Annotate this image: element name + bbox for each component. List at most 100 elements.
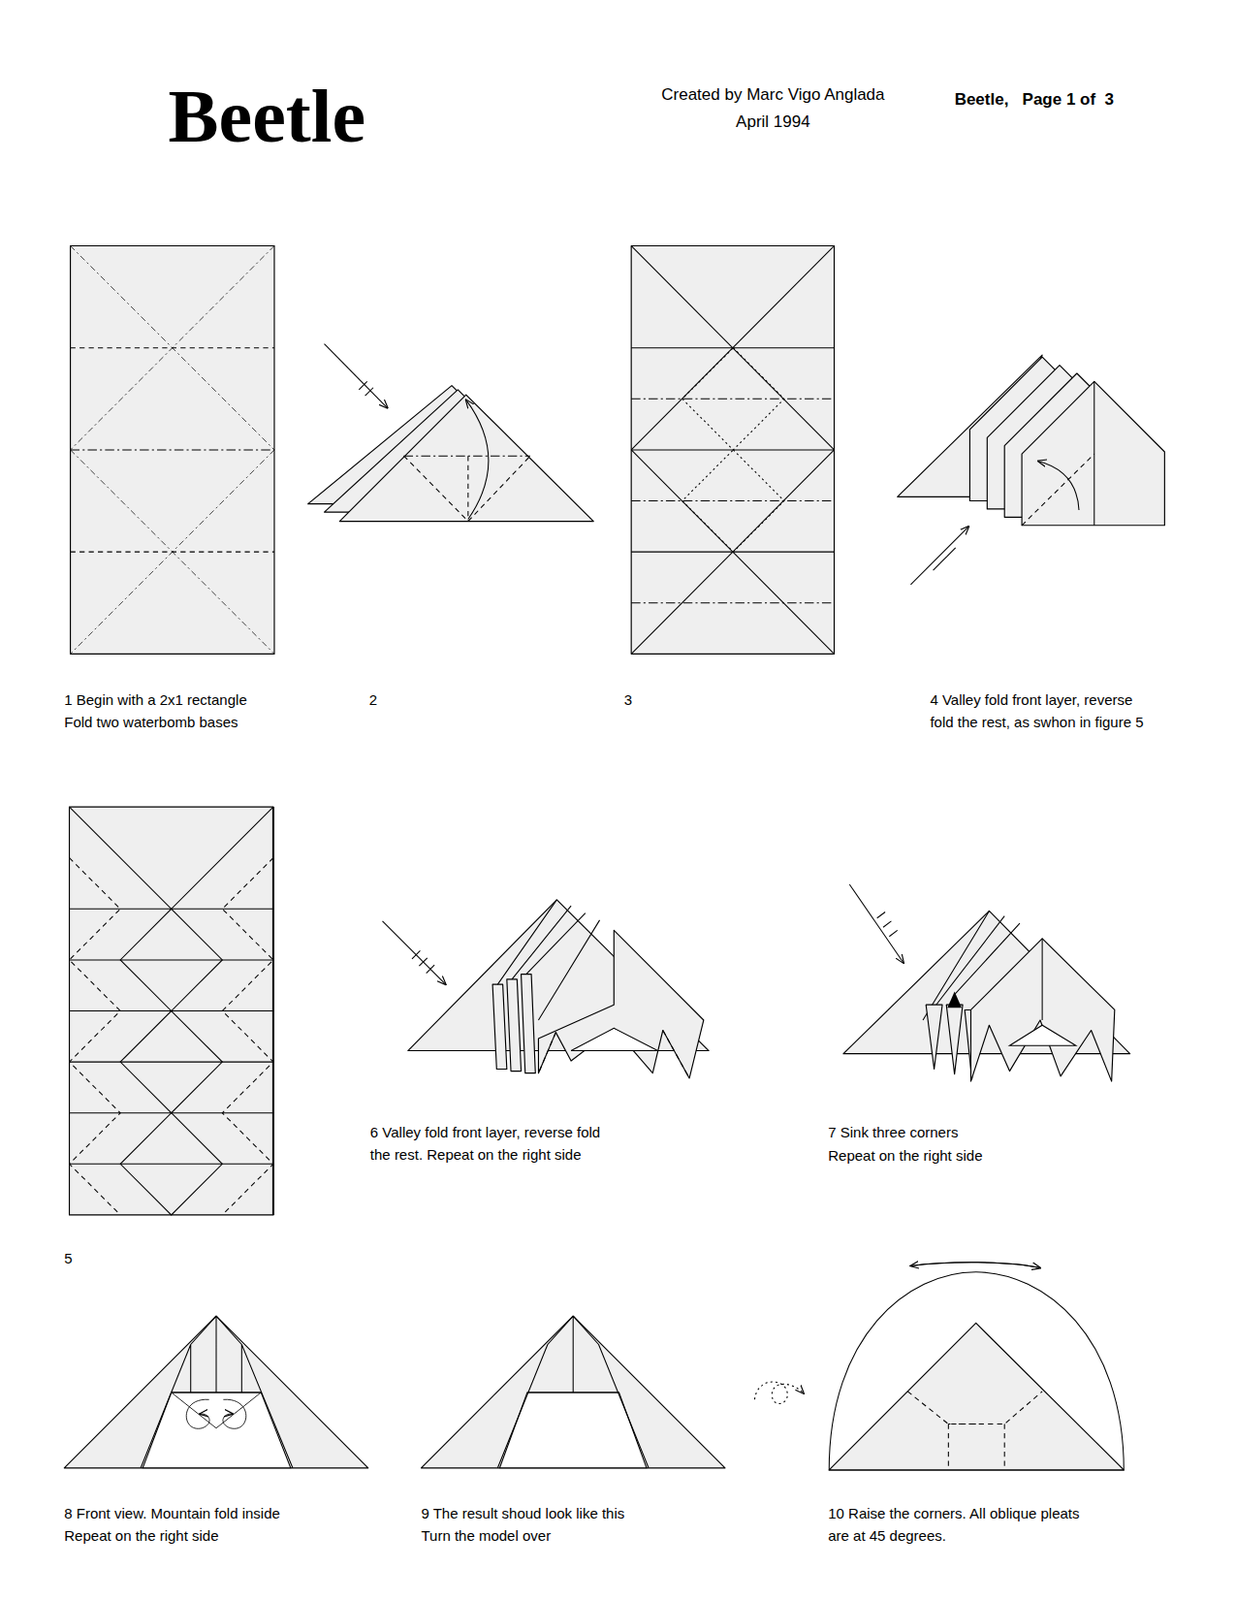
figure-7 (843, 884, 1131, 1081)
figure-6-part (538, 1029, 690, 1078)
crease-pattern-3-part (631, 348, 834, 552)
header-text: Beetle, Page 1 of 3 (954, 90, 1114, 109)
figure-10-part (828, 1271, 1124, 1470)
figure-7-part (970, 938, 1114, 1081)
crease-pattern-1-part (70, 448, 275, 450)
pleated-base-figure-4 (897, 354, 1166, 585)
figure-7-part (1042, 938, 1044, 1020)
caption-wrap: 4 Valley fold front layer, reverse (929, 691, 1133, 709)
pleated-base-figure-4-part (933, 547, 956, 571)
figure-10-part (910, 1262, 1041, 1268)
caption-wrap: 6 Valley fold front layer, reverse fold (370, 1123, 601, 1141)
caption-wrap: 1 Begin with a 2x1 rectangle (63, 691, 247, 709)
step-caption: 2 (369, 691, 378, 708)
step-caption: 7 Sink three corners (827, 1123, 958, 1141)
crease-pattern-3 (631, 246, 834, 655)
waterbomb-base-figure-2-part (404, 455, 531, 521)
waterbomb-base-figure-2-part (339, 394, 594, 521)
figure-8 (63, 1315, 368, 1468)
step-caption: 8 Front view. Mountain fold inside (63, 1504, 281, 1522)
figure-8-part (171, 1392, 262, 1428)
header-text: April 1994 (735, 112, 811, 131)
figure-6-part (507, 979, 522, 1072)
pleated-base-figure-4-part (1038, 460, 1079, 509)
pleated-base-figure-4-part (1093, 380, 1095, 525)
pleated-base-figure-4-part (910, 526, 969, 585)
figure-7-part (1009, 1024, 1076, 1046)
crease-pattern-5-part (69, 806, 274, 1215)
figure-6-part (412, 950, 435, 973)
crease-pattern-5-part (272, 806, 275, 1215)
waterbomb-base-figure-2-part (404, 455, 531, 457)
step-caption: Repeat on the right side (63, 1526, 219, 1544)
crease-pattern-5-part (69, 908, 274, 1164)
figure-10-part (948, 1423, 976, 1425)
waterbomb-base-figure-2-part (358, 380, 374, 396)
crease-pattern-1-part (70, 246, 275, 655)
header-text: Created by Marc Vigo Anglada (661, 85, 885, 104)
step-caption: Turn the model over (420, 1526, 551, 1544)
caption-wrap: Turn the model over (420, 1526, 551, 1545)
figure-9 (420, 1315, 725, 1468)
step-caption: Repeat on the right side (827, 1146, 983, 1164)
crease-pattern-3-part (631, 398, 834, 603)
waterbomb-base-figure-2 (308, 344, 595, 522)
crease-pattern-5-part (69, 857, 122, 1215)
caption-wrap: Repeat on the right side (63, 1526, 219, 1545)
figure-8-part (63, 1315, 368, 1468)
crease-pattern-3-part (631, 246, 834, 655)
figure-6-part (538, 929, 703, 1078)
caption-wrap: 5 (63, 1249, 72, 1268)
caption-wrap: 8 Front view. Mountain fold inside (63, 1504, 281, 1522)
waterbomb-base-figure-2-part (466, 399, 489, 519)
figure-9-part (420, 1315, 725, 1468)
crease-pattern-1 (70, 246, 275, 655)
caption-wrap: 9 The result shoud look like this (420, 1504, 625, 1522)
caption-wrap: Fold two waterbomb bases (63, 713, 238, 731)
step-caption: 5 (63, 1249, 72, 1267)
step-caption: fold the rest, as swhon in figure 5 (929, 713, 1143, 730)
caption-wrap: Beetle, Page 1 of 3 (954, 90, 1114, 110)
caption-wrap: 10 Raise the corners. All oblique pleats (827, 1504, 1079, 1522)
figure-6-part (521, 974, 537, 1074)
figure-9-part (499, 1392, 646, 1468)
page-title: Beetle (168, 73, 367, 159)
figure-7-part (925, 1004, 943, 1069)
crease-pattern-5 (69, 806, 274, 1215)
figure-6-part (492, 983, 508, 1069)
caption-wrap: 3 (624, 691, 633, 709)
step-caption: 3 (624, 691, 633, 708)
step-caption: Fold two waterbomb bases (63, 713, 238, 730)
figure-8-part (222, 1398, 247, 1428)
figure-10 (828, 1262, 1124, 1470)
figure-7-part (946, 1004, 963, 1075)
crease-pattern-5-part (120, 908, 222, 1215)
step-caption: 9 The result shoud look like this (420, 1504, 625, 1522)
pleated-base-figure-4-part (1021, 453, 1095, 526)
pleated-base-figure-4-part (1021, 380, 1165, 525)
crease-pattern-1-part (70, 246, 275, 655)
figure-7-part (947, 991, 962, 1009)
figure-6 (381, 899, 709, 1078)
turn-over-symbol-part (754, 1381, 803, 1404)
caption-wrap: are at 45 degrees. (827, 1526, 947, 1545)
step-caption: the rest. Repeat on the right side (370, 1145, 582, 1163)
figure-6-part (381, 920, 445, 984)
step-caption: are at 45 degrees. (827, 1526, 947, 1544)
turn-over-symbol (754, 1381, 803, 1404)
caption-wrap: 7 Sink three corners (827, 1123, 958, 1141)
caption-wrap: Repeat on the right side (827, 1146, 983, 1165)
caption-wrap: fold the rest, as swhon in figure 5 (929, 713, 1143, 731)
figure-10-part (828, 1322, 1124, 1469)
crease-pattern-5-part (69, 806, 274, 909)
figure-8-part (186, 1398, 210, 1428)
figure-8-part (140, 1315, 293, 1468)
crease-pattern-3-part (631, 246, 834, 655)
figure-6-part (570, 1027, 658, 1050)
figure-7-part (877, 911, 898, 936)
figure-6-part (497, 899, 600, 1020)
step-caption: 4 Valley fold front layer, reverse (929, 691, 1133, 708)
